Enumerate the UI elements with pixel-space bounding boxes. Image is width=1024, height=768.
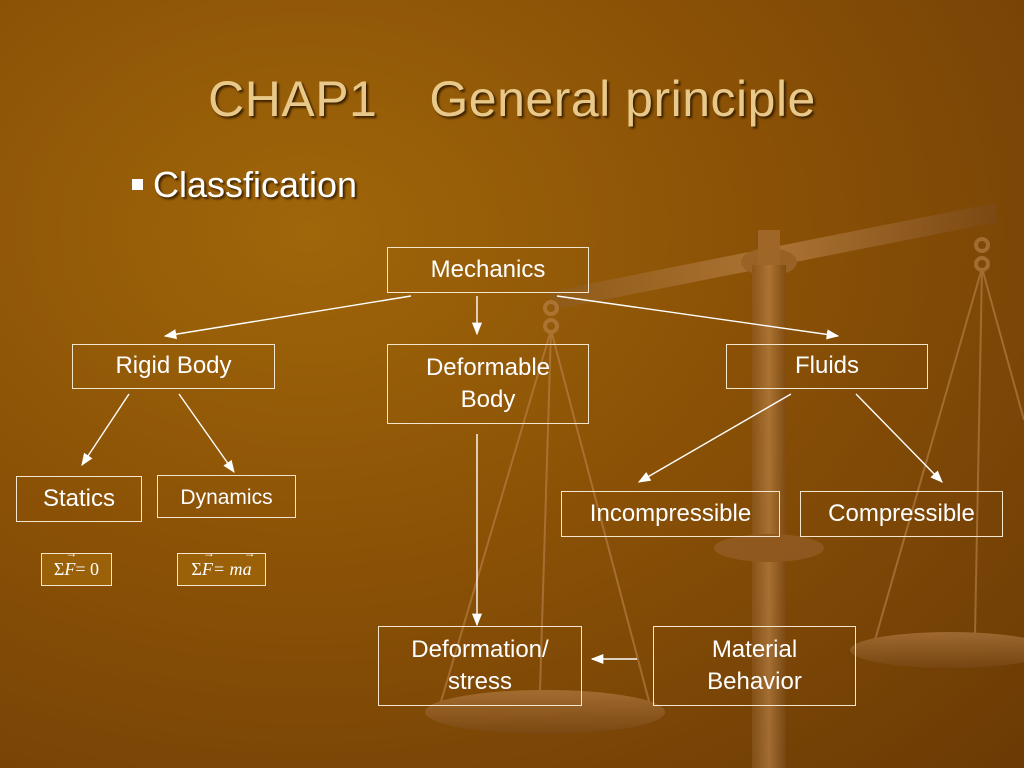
formula-dynamics: ΣF = ma	[177, 546, 266, 586]
scale-silhouette	[425, 203, 1024, 768]
bullet-text: Classfication	[153, 164, 358, 205]
slide-title: CHAP1 General principle	[0, 70, 1024, 128]
formula-statics: ΣF = 0	[41, 546, 112, 586]
formula-equals-mass: = m	[212, 559, 243, 579]
node-rigid-body-label: Rigid Body	[115, 352, 232, 380]
node-dynamics-label: Dynamics	[180, 486, 273, 509]
formula-force-vector: F	[202, 546, 215, 580]
node-statics: Statics	[16, 476, 142, 522]
node-compressible: Compressible	[800, 491, 1003, 537]
node-deformation-stress-label: Deformation/stress	[411, 635, 549, 695]
node-deformation-stress: Deformation/stress	[378, 626, 582, 706]
formula-sigma: Σ	[53, 559, 65, 579]
formula-sigma: Σ	[191, 559, 202, 579]
bullet-classification: Classfication	[132, 164, 357, 206]
node-mechanics-label: Mechanics	[430, 255, 546, 283]
node-statics-label: Statics	[42, 484, 116, 512]
node-incompressible: Incompressible	[561, 491, 780, 537]
node-dynamics: Dynamics	[157, 475, 296, 518]
formula-equals-zero: = 0	[75, 559, 100, 579]
node-compressible-label: Compressible	[828, 499, 975, 527]
bullet-square-icon	[132, 178, 143, 190]
node-mechanics: Mechanics	[387, 247, 589, 293]
node-incompressible-label: Incompressible	[589, 499, 752, 527]
title-text: General principle	[429, 71, 816, 127]
formula-force-vector: F	[64, 546, 77, 580]
node-fluids-label: Fluids	[794, 352, 860, 380]
node-fluids: Fluids	[726, 344, 928, 389]
formula-acceleration-vector: a	[243, 546, 256, 580]
node-rigid-body: Rigid Body	[72, 344, 275, 389]
title-chapter: CHAP1	[208, 71, 378, 127]
